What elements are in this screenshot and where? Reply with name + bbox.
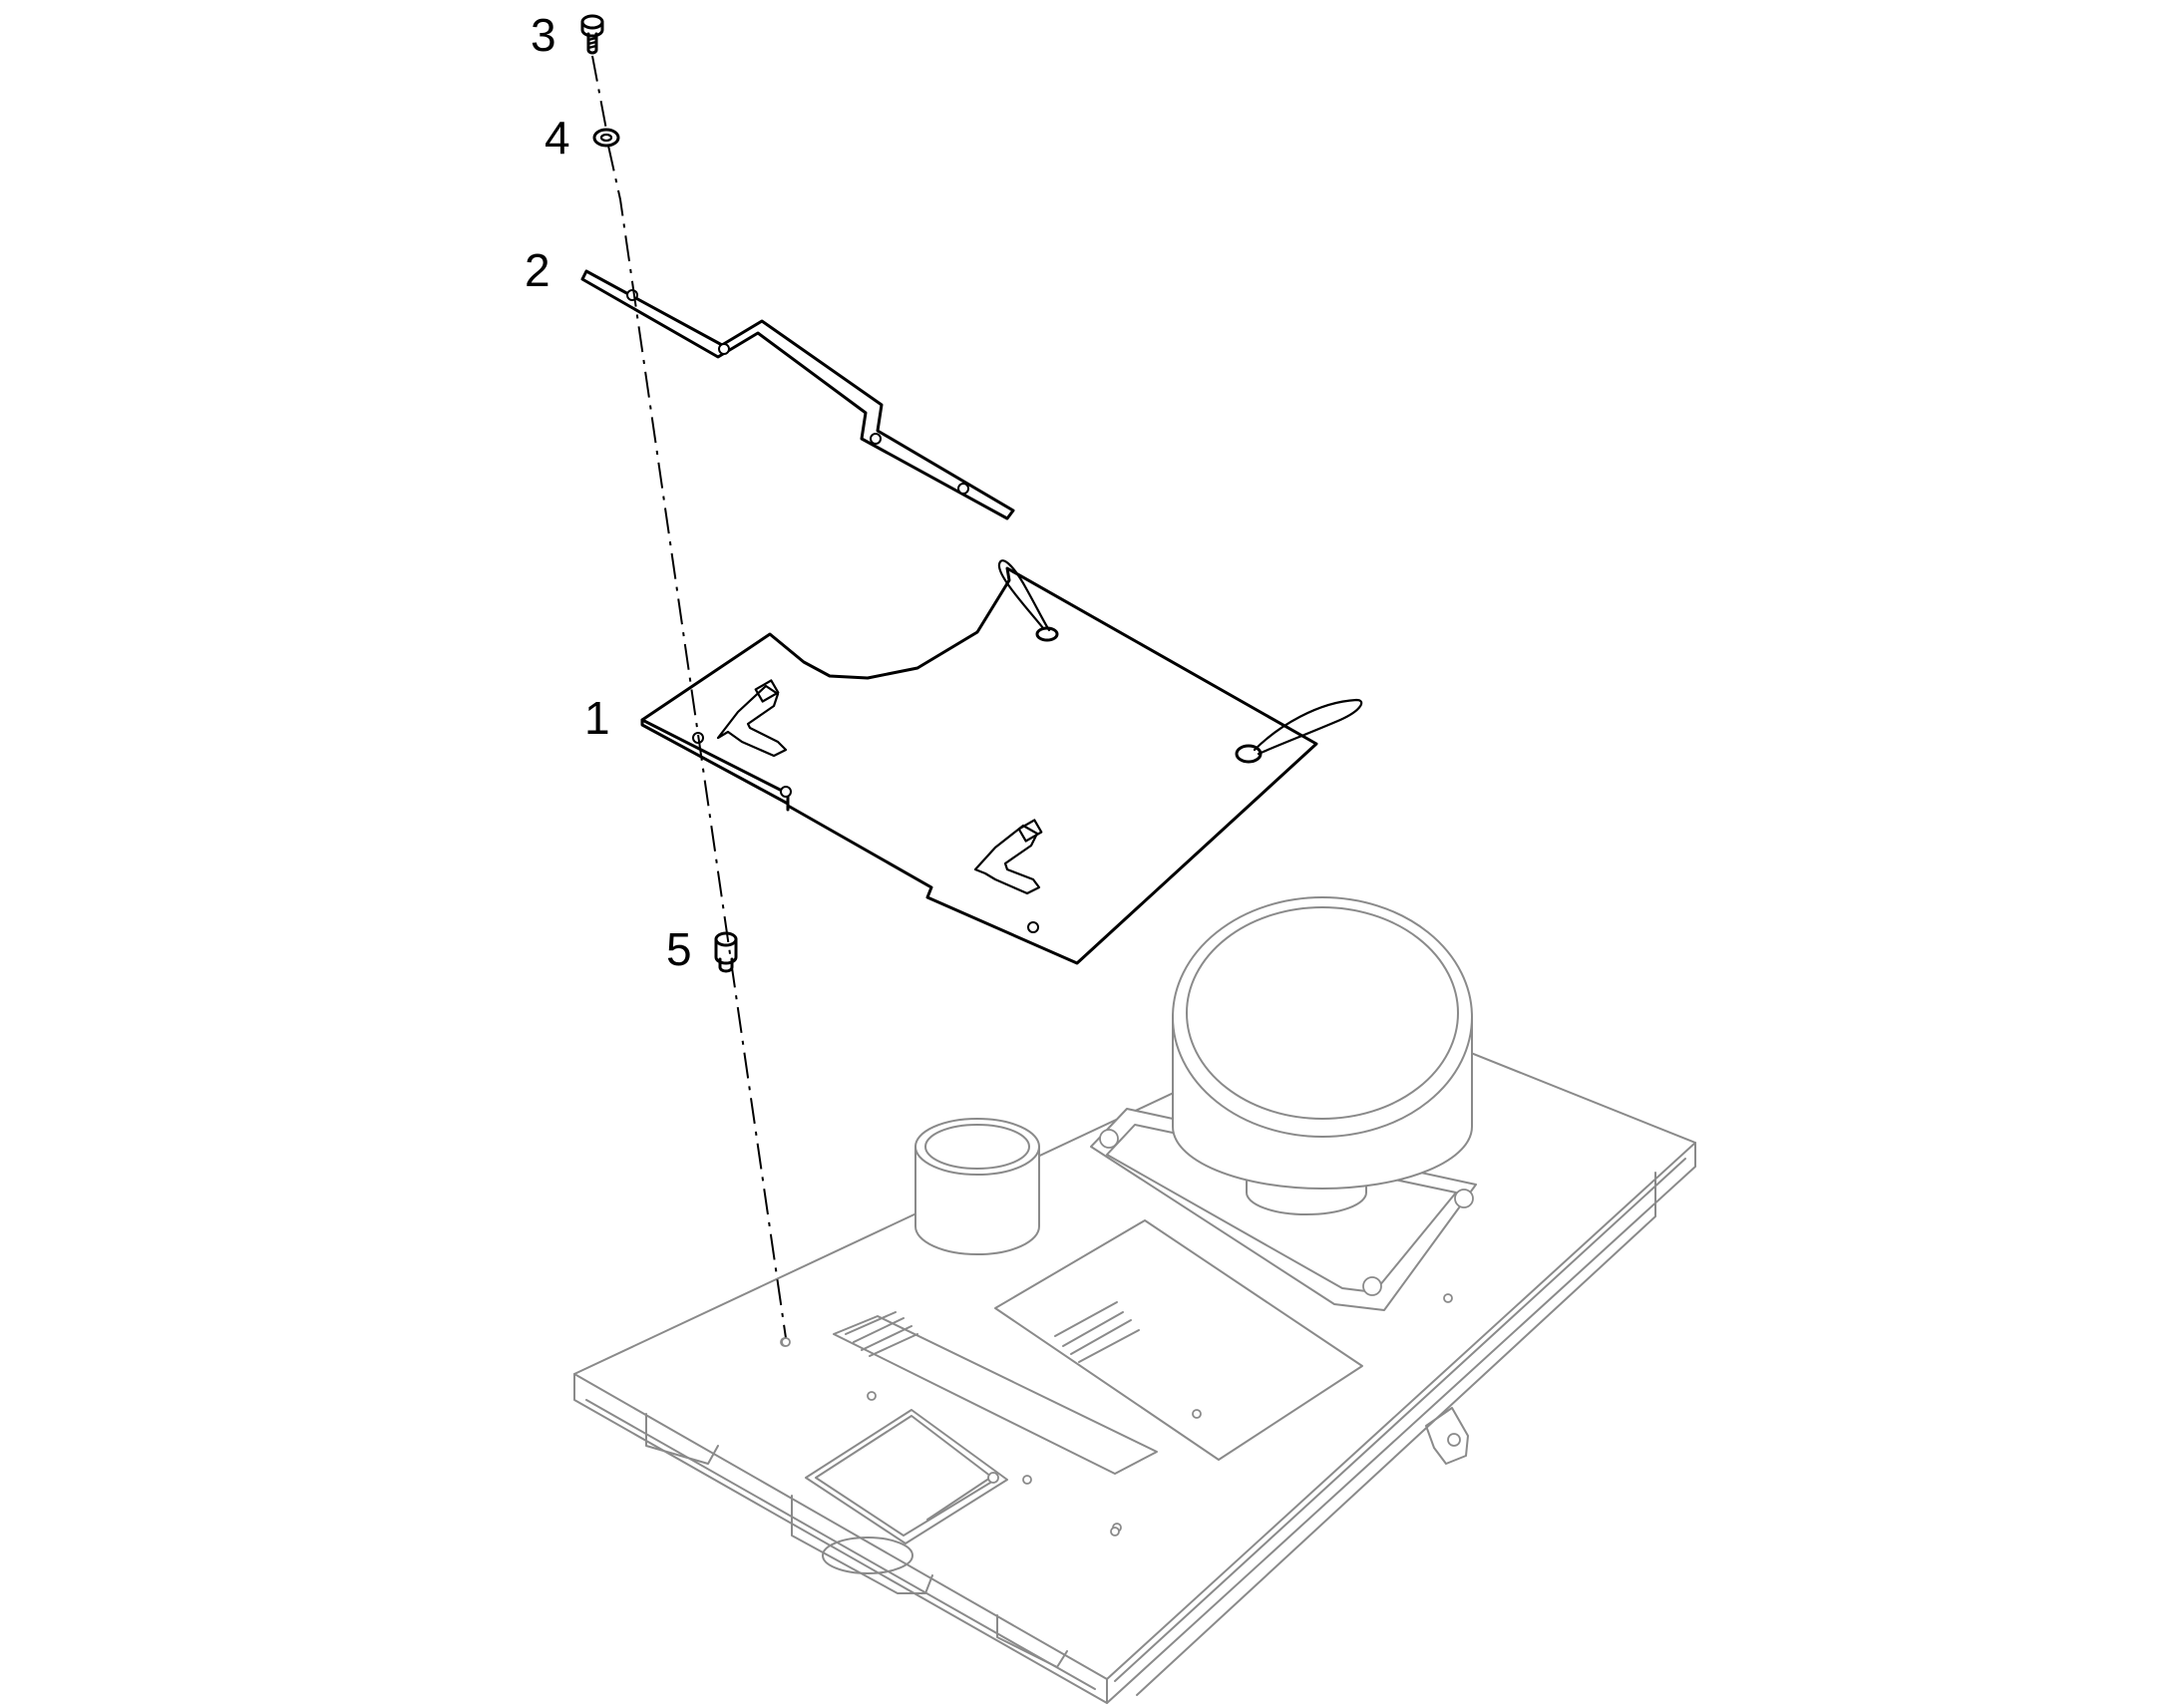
assembly-centerline — [591, 55, 787, 1339]
screw-item-3 — [580, 14, 604, 55]
hatch-hinge — [926, 1475, 994, 1521]
vent-panel-right — [994, 1219, 1363, 1461]
hinge-bracket — [1425, 1407, 1469, 1465]
access-hatch — [805, 1409, 1008, 1544]
base-plate-front-lip — [573, 1373, 1108, 1704]
nut-insert-item-5 — [714, 931, 738, 973]
panel-clip-right — [973, 819, 1043, 895]
base-plate-top — [573, 1006, 1696, 1680]
panel-outline — [640, 566, 1318, 965]
vent-panel-left — [833, 1315, 1158, 1475]
base-plate-tab-right — [996, 1614, 1068, 1668]
callout-3: 3 — [531, 9, 556, 61]
large-cylinder-assembly — [1090, 896, 1477, 1311]
base-plate-tab-middle — [791, 1495, 933, 1594]
callout-5: 5 — [666, 923, 692, 975]
callout-2: 2 — [525, 244, 550, 296]
base-plate-tab-left — [645, 1413, 719, 1465]
panel-item-1 — [640, 559, 1363, 965]
panel-grommet-right — [1235, 698, 1363, 764]
strap-item-2 — [580, 269, 1015, 520]
small-cylinder — [914, 1118, 1040, 1255]
panel-grommet-top — [997, 559, 1059, 642]
base-plate-right-lip — [1106, 1142, 1696, 1704]
washer-item-4 — [592, 128, 620, 148]
callout-4: 4 — [545, 112, 570, 164]
callout-1: 1 — [584, 692, 610, 744]
vent-holes-left — [845, 1311, 918, 1357]
panel-clip-left — [716, 679, 788, 758]
base-plate-assembly — [573, 896, 1696, 1704]
vent-holes-right — [1054, 1301, 1140, 1363]
